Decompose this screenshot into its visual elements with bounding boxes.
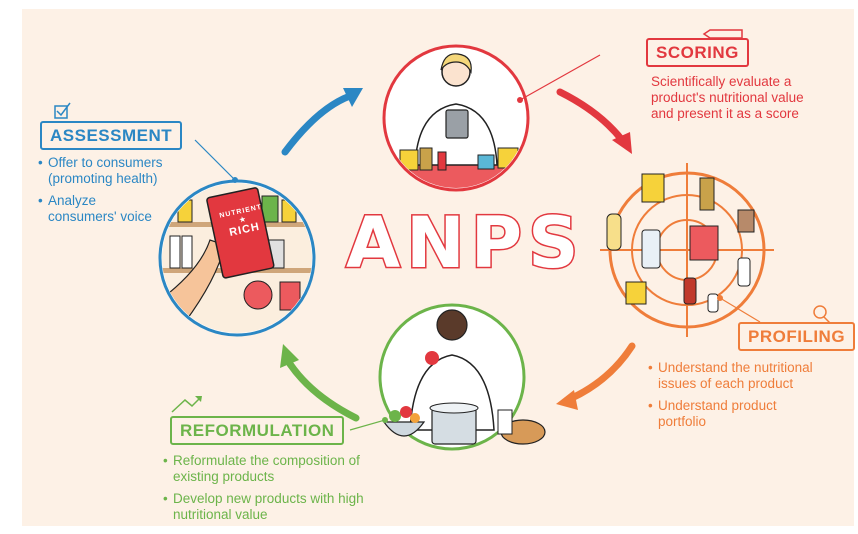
nutrient-rich-package bbox=[206, 187, 275, 279]
profiling-bullet: Understand product portfolio bbox=[648, 398, 828, 430]
profiling-description: Understand the nutritional issues of eac… bbox=[648, 360, 853, 436]
profiling-leader-line bbox=[719, 297, 761, 323]
arrow-profiling-to-reformulation bbox=[556, 342, 636, 410]
scoring-description: Scientifically evaluate a product's nutr… bbox=[651, 74, 804, 121]
reformulation-title: REFORMULATION bbox=[170, 416, 345, 445]
scoring-title: SCORING bbox=[646, 38, 749, 67]
anps-title: ANPS bbox=[344, 202, 585, 284]
trend-arrow-icon bbox=[171, 396, 202, 413]
assessment-illustration bbox=[158, 179, 316, 337]
arrow-scoring-to-profiling bbox=[556, 88, 632, 154]
scoring-illustration bbox=[382, 44, 530, 192]
arrow-assessment-to-scoring bbox=[281, 88, 363, 156]
reformulation-bullet: Develop new products with high nutrition… bbox=[163, 491, 403, 523]
pencil-icon bbox=[702, 29, 743, 39]
assessment-bullet: Analyze consumers' voice bbox=[38, 193, 153, 225]
arrow-reformulation-to-assessment bbox=[280, 344, 360, 422]
reformulation-illustration bbox=[378, 303, 546, 451]
reformulation-description: Reformulate the composition of existing … bbox=[163, 453, 403, 529]
scoring-leader-line bbox=[519, 54, 601, 101]
assessment-leader-line bbox=[194, 139, 236, 181]
assessment-description: Offer to consumers (promoting health) An… bbox=[38, 155, 208, 231]
profiling-bullet: Understand the nutritional issues of eac… bbox=[648, 360, 853, 392]
assessment-title: ASSESSMENT bbox=[40, 121, 183, 150]
profiling-title: PROFILING bbox=[738, 322, 856, 351]
assessment-bullet: Offer to consumers (promoting health) bbox=[38, 155, 208, 187]
profiling-illustration bbox=[600, 163, 774, 337]
reformulation-bullet: Reformulate the composition of existing … bbox=[163, 453, 403, 485]
reformulation-leader-line bbox=[349, 419, 386, 431]
checkbox-icon bbox=[54, 102, 71, 119]
